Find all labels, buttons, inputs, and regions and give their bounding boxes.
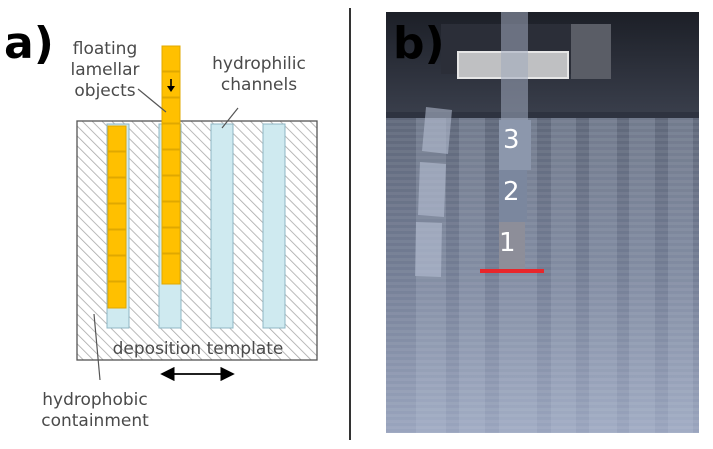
floating-objects-left [415,107,452,277]
deposition-photo: 3 2 1 [386,12,699,433]
panel-a-label: a) [4,18,54,69]
object-2 [499,170,527,222]
down-arrow-icon [167,79,175,92]
leader-hydrophilic-channels [221,107,239,129]
object-1 [499,222,525,270]
photo-drawing [386,12,699,433]
object-number-1: 1 [499,228,516,258]
object-3 [499,120,531,170]
strip-top [501,12,528,122]
leader-floating-objects [137,88,167,113]
leader-hydrophobic-containment [93,313,101,381]
lamellar-stack-channel-2 [161,45,181,285]
lamellar-stack-channel-1 [107,125,127,309]
label-hydrophobic-containment: hydrophobic containment [41,390,149,431]
label-hydrophilic-channels: hydrophilic channels [212,54,306,95]
red-marker-line [480,269,544,273]
object-number-2: 2 [503,177,520,207]
panel-b-label: b) [393,18,445,69]
channel-4 [262,123,286,329]
label-deposition-template: deposition template [112,339,284,359]
panel-divider [349,8,351,440]
object-number-3: 3 [503,125,520,155]
channel-3 [210,123,234,329]
label-floating-lamellar-objects: floating lamellar objects [70,39,140,101]
